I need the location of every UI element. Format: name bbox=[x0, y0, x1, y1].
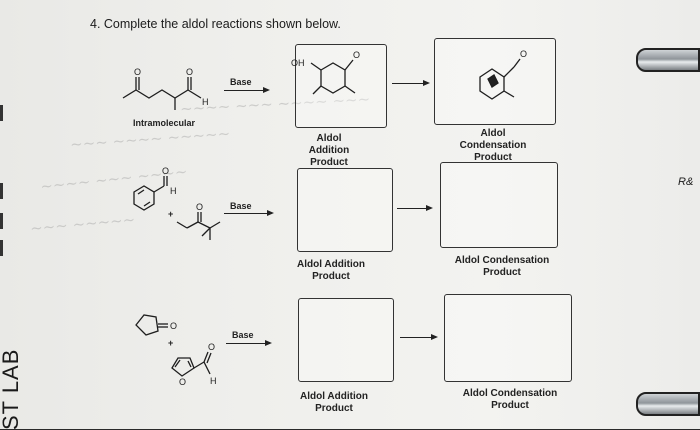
reactant-benzaldehyde-structure: O H bbox=[133, 166, 177, 211]
left-margin-mark bbox=[0, 213, 3, 229]
atom-label-o: O bbox=[196, 202, 203, 212]
reactant-note: Intramolecular bbox=[133, 118, 196, 128]
atom-label-o: O bbox=[170, 321, 177, 331]
reactant-furfural-structure: O O H bbox=[171, 342, 217, 387]
atom-label-h: H bbox=[210, 376, 217, 386]
side-label: ST LAB bbox=[0, 348, 23, 430]
question-title: 4. Complete the aldol reactions shown be… bbox=[90, 17, 341, 31]
atom-label-o: O bbox=[134, 67, 141, 77]
atom-label-o: O bbox=[186, 67, 193, 77]
reagent-label: Base bbox=[230, 77, 252, 87]
atom-label-o: O bbox=[520, 49, 527, 59]
atom-label-oh: OH bbox=[291, 58, 305, 68]
reagent-label: Base bbox=[232, 330, 254, 340]
atom-label-h: H bbox=[202, 97, 209, 107]
condensation-product-label: Aldol Condensation Product bbox=[462, 388, 558, 411]
reaction-arrow bbox=[400, 332, 438, 341]
atom-label-o: O bbox=[179, 377, 186, 387]
reaction-arrow bbox=[224, 85, 270, 94]
left-margin-mark bbox=[0, 105, 3, 121]
reactant-dicarbonyl-structure: O O H bbox=[122, 67, 209, 110]
atom-label-o: O bbox=[353, 50, 360, 60]
bleed-through-writing: ~~~ ~~~~~ bbox=[29, 210, 136, 238]
addition-product-box[interactable] bbox=[298, 298, 394, 382]
reactant-pinacolone-structure: O bbox=[176, 202, 221, 240]
binder-ring-icon bbox=[636, 392, 700, 416]
condensation-product-box[interactable] bbox=[440, 162, 558, 248]
binder-ring-icon bbox=[636, 48, 700, 72]
addition-product-label: Aldol Addition Product bbox=[308, 133, 350, 168]
condensation-product-label: Aldol Condensation Product bbox=[454, 255, 550, 278]
addition-product-box[interactable] bbox=[297, 168, 393, 252]
reactant-cyclopentanone-structure: O bbox=[135, 314, 177, 336]
reaction-arrow bbox=[392, 78, 430, 87]
margin-note: R& bbox=[678, 176, 694, 188]
bleed-through-writing: ~~~ ~~~~ ~~~~~ bbox=[69, 124, 231, 154]
plus-sign: + bbox=[168, 338, 174, 348]
handwritten-condensation-structure: O bbox=[479, 49, 527, 100]
left-margin-mark bbox=[0, 240, 3, 256]
atom-label-o: O bbox=[208, 342, 215, 352]
addition-product-box[interactable] bbox=[295, 44, 387, 128]
condensation-product-box[interactable] bbox=[444, 294, 572, 382]
left-margin-mark bbox=[0, 183, 3, 199]
addition-product-label: Aldol Addition Product bbox=[297, 259, 365, 282]
reaction-arrow bbox=[397, 203, 433, 212]
reagent-label: Base bbox=[230, 201, 252, 211]
plus-sign: + bbox=[168, 209, 174, 219]
reaction-arrow bbox=[224, 208, 274, 217]
handwritten-addition-structure: OH O bbox=[291, 50, 360, 95]
atom-label-o: O bbox=[162, 166, 169, 176]
reaction-arrow bbox=[226, 338, 272, 347]
condensation-product-label: Aldol Condensation Product bbox=[459, 128, 527, 163]
atom-label-h: H bbox=[170, 186, 177, 196]
addition-product-label: Aldol Addition Product bbox=[300, 391, 368, 414]
